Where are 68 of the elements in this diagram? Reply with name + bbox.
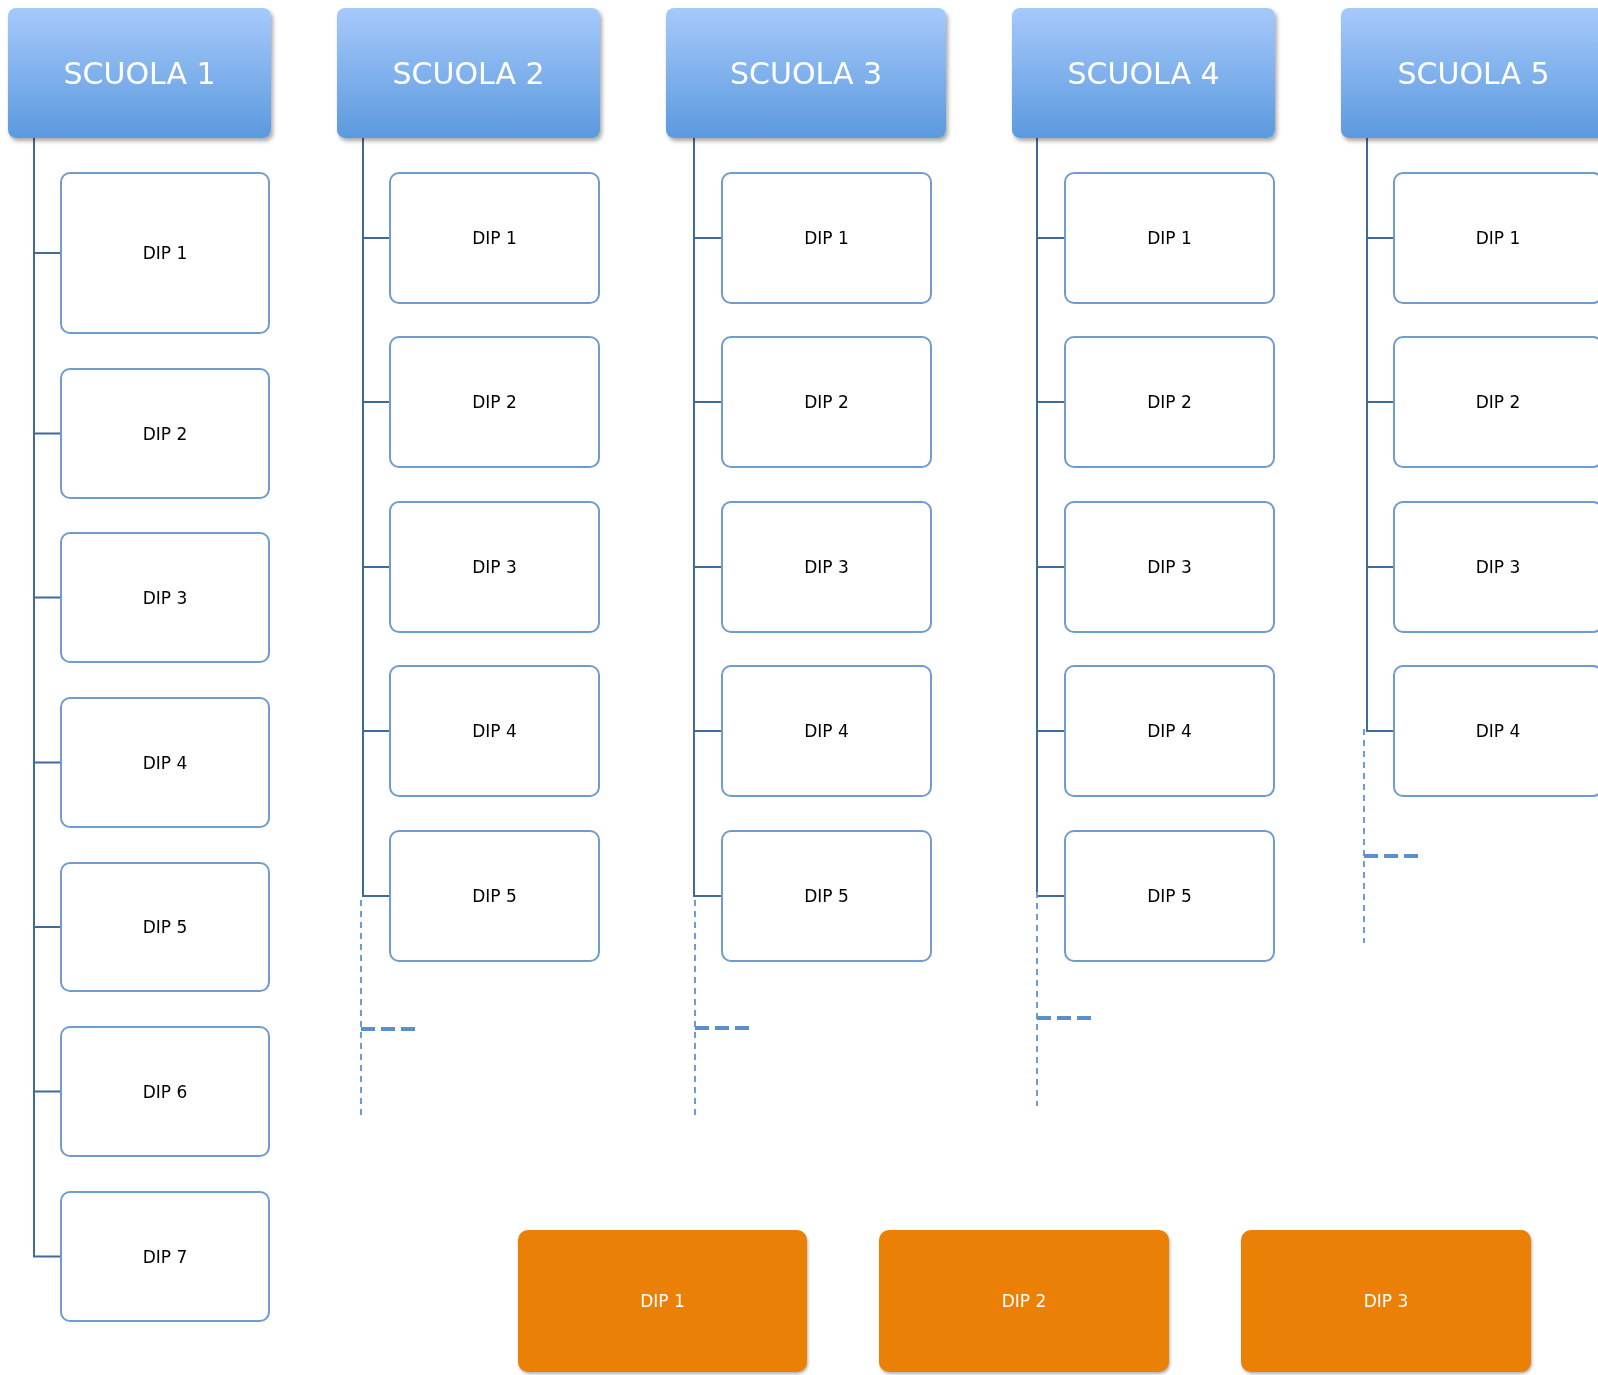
department-box — [721, 665, 932, 797]
department-box — [60, 172, 270, 334]
box-label: DIP 3 — [471, 556, 518, 579]
box-label: DIP 1 — [639, 1290, 686, 1313]
box-label: DIP 3 — [141, 586, 189, 610]
box-label: DIP 3 — [1146, 556, 1193, 579]
school-header-box — [666, 8, 946, 138]
department-box — [721, 336, 932, 468]
box-label: DIP 1 — [471, 227, 518, 250]
department-box — [721, 830, 932, 962]
department-box — [1393, 501, 1598, 633]
department-box — [721, 501, 932, 633]
department-box — [1064, 336, 1275, 468]
box-label: DIP 2 — [1146, 391, 1193, 414]
department-box — [60, 1026, 270, 1157]
box-label: DIP 3 — [1362, 1290, 1410, 1313]
department-box — [1393, 336, 1598, 468]
box-label: DIP 5 — [803, 885, 850, 908]
box-label: DIP 1 — [1146, 227, 1193, 250]
box-label: DIP 2 — [803, 391, 850, 414]
department-box — [1064, 172, 1275, 304]
box-label: SCUOLA 2 — [391, 54, 546, 93]
box-label: SCUOLA 3 — [728, 54, 884, 93]
department-box — [60, 1191, 270, 1322]
box-label: SCUOLA 5 — [1396, 54, 1551, 93]
department-box — [60, 697, 270, 828]
box-label: DIP 1 — [803, 227, 850, 250]
department-box — [1064, 665, 1275, 797]
department-box — [389, 172, 600, 304]
box-label: DIP 2 — [1474, 391, 1522, 414]
box-label: DIP 4 — [471, 720, 518, 743]
department-box — [389, 501, 600, 633]
department-box — [518, 1230, 807, 1372]
department-box — [60, 862, 270, 992]
department-box — [1064, 501, 1275, 633]
box-label: DIP 7 — [141, 1245, 189, 1269]
department-box — [60, 532, 270, 663]
department-box — [389, 830, 600, 962]
box-label: DIP 4 — [1146, 720, 1193, 743]
school-header-box — [1341, 8, 1598, 138]
box-label: DIP 2 — [471, 391, 518, 414]
school-header-box — [8, 8, 271, 138]
box-label: DIP 1 — [1474, 227, 1522, 250]
department-box — [389, 665, 600, 797]
school-header-box — [337, 8, 600, 138]
box-label: DIP 2 — [141, 422, 189, 446]
box-label: DIP 5 — [471, 885, 518, 908]
box-label: DIP 5 — [141, 916, 189, 939]
box-label: DIP 3 — [1474, 556, 1522, 579]
department-box — [1393, 172, 1598, 304]
box-label: DIP 2 — [1000, 1290, 1048, 1313]
department-box — [389, 336, 600, 468]
department-box — [1064, 830, 1275, 962]
box-label: DIP 5 — [1146, 885, 1193, 908]
department-box — [879, 1230, 1169, 1372]
box-label: DIP 4 — [803, 720, 850, 743]
box-label: SCUOLA 1 — [62, 54, 217, 93]
box-label: DIP 1 — [141, 242, 189, 265]
school-header-box — [1012, 8, 1275, 138]
box-label: DIP 3 — [803, 556, 850, 579]
department-box — [1241, 1230, 1531, 1372]
department-box — [721, 172, 932, 304]
box-label: DIP 4 — [141, 751, 189, 775]
department-box — [1393, 665, 1598, 797]
box-label: DIP 6 — [141, 1080, 189, 1104]
department-box — [60, 368, 270, 499]
box-label: DIP 4 — [1474, 720, 1522, 743]
box-label: SCUOLA 4 — [1066, 54, 1221, 93]
